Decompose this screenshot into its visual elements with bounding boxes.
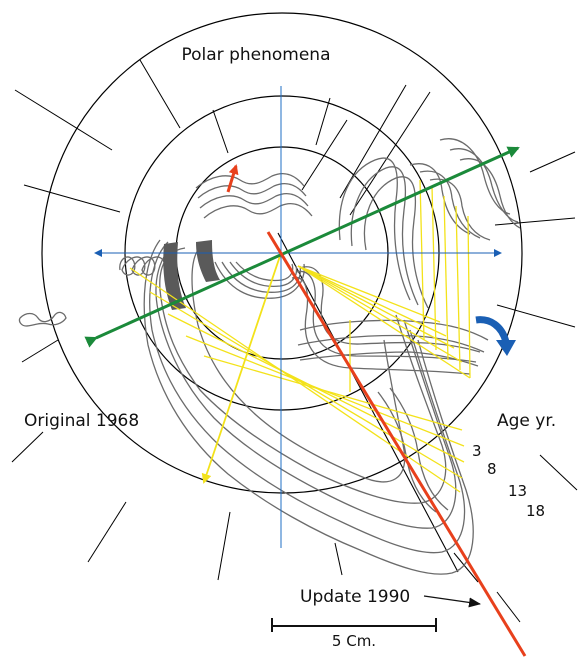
curved-arrow-icon bbox=[475, 316, 516, 356]
age-label-13: 13 bbox=[508, 482, 527, 500]
age-label-3: 3 bbox=[472, 442, 482, 460]
age-label-18: 18 bbox=[526, 502, 545, 520]
arrow-right-icon bbox=[423, 595, 481, 608]
profile-tracings bbox=[18, 138, 521, 575]
green-axis bbox=[84, 146, 520, 348]
radial-ticks bbox=[11, 59, 578, 623]
update-label: Update 1990 bbox=[300, 587, 410, 607]
outer-circle bbox=[41, 12, 523, 494]
red-growth-axis bbox=[266, 231, 527, 657]
age-label-8: 8 bbox=[487, 460, 497, 478]
diagram-title: Polar phenomena bbox=[182, 45, 331, 65]
scale-bar bbox=[271, 618, 437, 632]
age-heading: Age yr. bbox=[497, 411, 556, 431]
original-label: Original 1968 bbox=[24, 411, 139, 431]
red-arrow-up bbox=[226, 164, 239, 193]
scale-label: 5 Cm. bbox=[332, 632, 376, 650]
